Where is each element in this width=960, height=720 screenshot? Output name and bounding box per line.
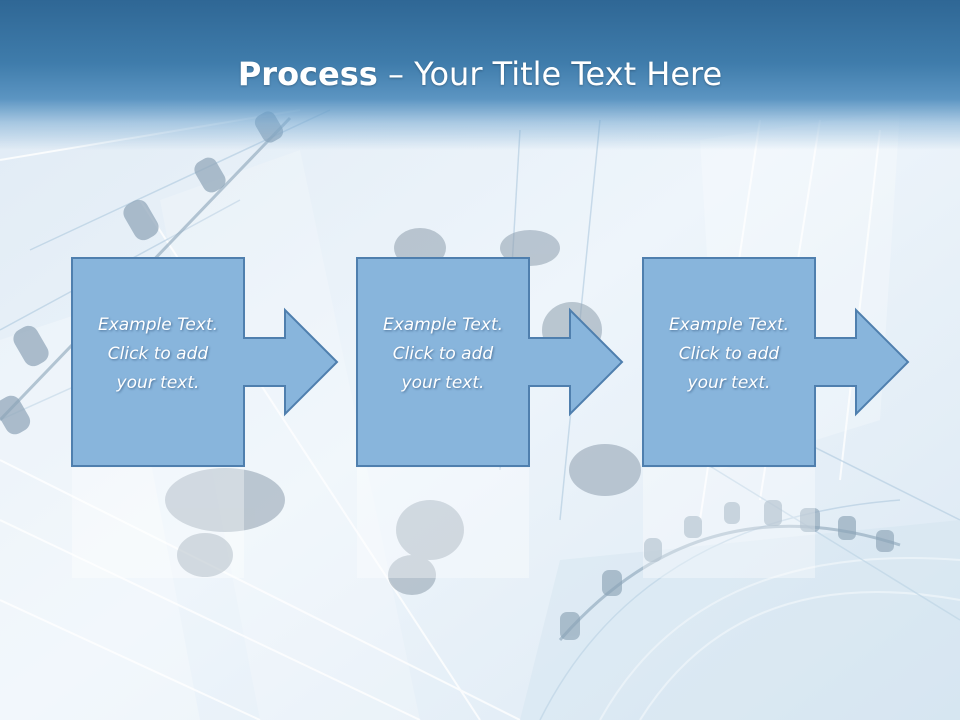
step-1-text[interactable]: Example Text. Click to add your text. <box>97 315 219 393</box>
title-bar <box>0 0 960 150</box>
title-rest-part: – Your Title Text Here <box>377 55 723 93</box>
process-step-1[interactable] <box>71 257 339 467</box>
title-bold-part: Process <box>237 55 378 93</box>
process-step-3[interactable] <box>642 257 910 467</box>
slide-title[interactable]: Process – Your Title Text Here <box>0 52 960 96</box>
step-3-text[interactable]: Example Text. Click to add your text. <box>668 315 790 393</box>
process-step-2[interactable] <box>356 257 624 467</box>
step-2-text[interactable]: Example Text. Click to add your text. <box>382 315 504 393</box>
